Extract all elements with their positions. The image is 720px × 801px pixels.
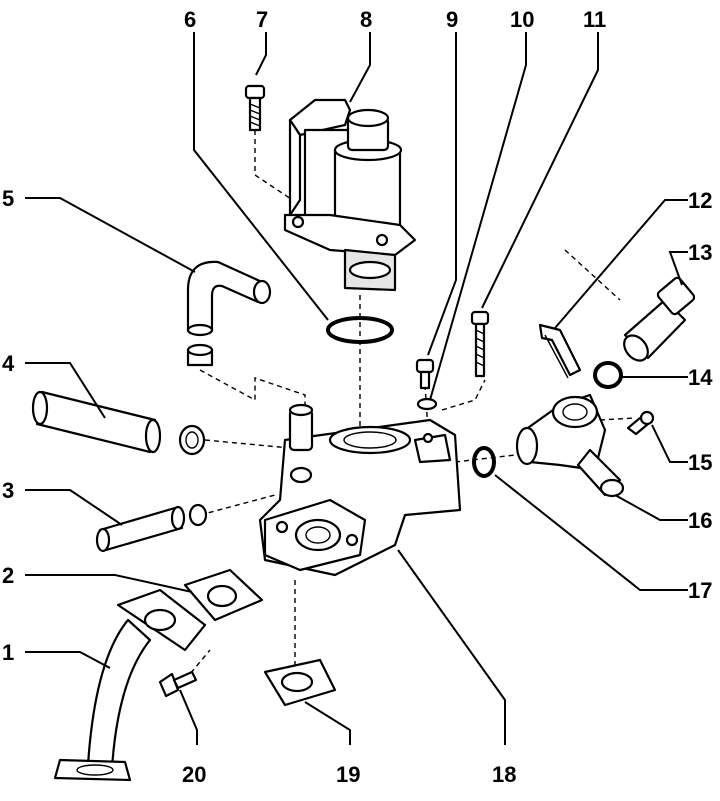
part-3-hose <box>95 503 208 553</box>
label-17: 17 <box>688 578 712 603</box>
part-1-pipe <box>53 588 207 782</box>
label-2: 2 <box>2 563 14 588</box>
label-19: 19 <box>336 762 360 787</box>
part-6-o-ring <box>326 316 394 344</box>
label-12: 12 <box>688 188 712 213</box>
part-10-washer <box>416 397 438 411</box>
part-4-hose <box>31 390 206 456</box>
label-13: 13 <box>688 240 712 265</box>
label-1: 1 <box>2 640 14 665</box>
label-4: 4 <box>2 351 15 376</box>
part-15-screw <box>626 410 655 436</box>
part-20-bolt <box>158 670 198 698</box>
part-8-egr-valve <box>283 98 417 292</box>
part-7-bolt <box>244 84 266 132</box>
callout-labels: 1 2 3 4 5 6 7 8 9 10 11 12 13 14 15 16 1… <box>2 7 713 787</box>
label-3: 3 <box>2 478 14 503</box>
label-18: 18 <box>492 762 516 787</box>
label-9: 9 <box>446 7 458 32</box>
part-13-sensor <box>623 276 696 362</box>
label-5: 5 <box>2 186 14 211</box>
label-8: 8 <box>360 7 372 32</box>
part-19-gasket <box>263 658 337 707</box>
part-2-gasket <box>183 568 264 622</box>
label-15: 15 <box>688 450 712 475</box>
part-11-long-bolt <box>470 310 490 378</box>
label-6: 6 <box>184 7 196 32</box>
part-16-flange <box>515 393 625 498</box>
part-17-o-ring <box>472 446 496 478</box>
part-9-bolt <box>415 358 435 390</box>
label-16: 16 <box>688 508 712 533</box>
label-11: 11 <box>583 7 606 32</box>
label-20: 20 <box>182 762 206 787</box>
label-10: 10 <box>510 7 534 32</box>
part-12-clip <box>538 323 582 379</box>
part-18-housing <box>258 403 462 577</box>
leader-lines <box>25 32 688 745</box>
label-7: 7 <box>256 7 268 32</box>
part-5-elbow-hose <box>186 260 272 367</box>
part-14-ring <box>593 361 623 389</box>
label-14: 14 <box>688 365 713 390</box>
